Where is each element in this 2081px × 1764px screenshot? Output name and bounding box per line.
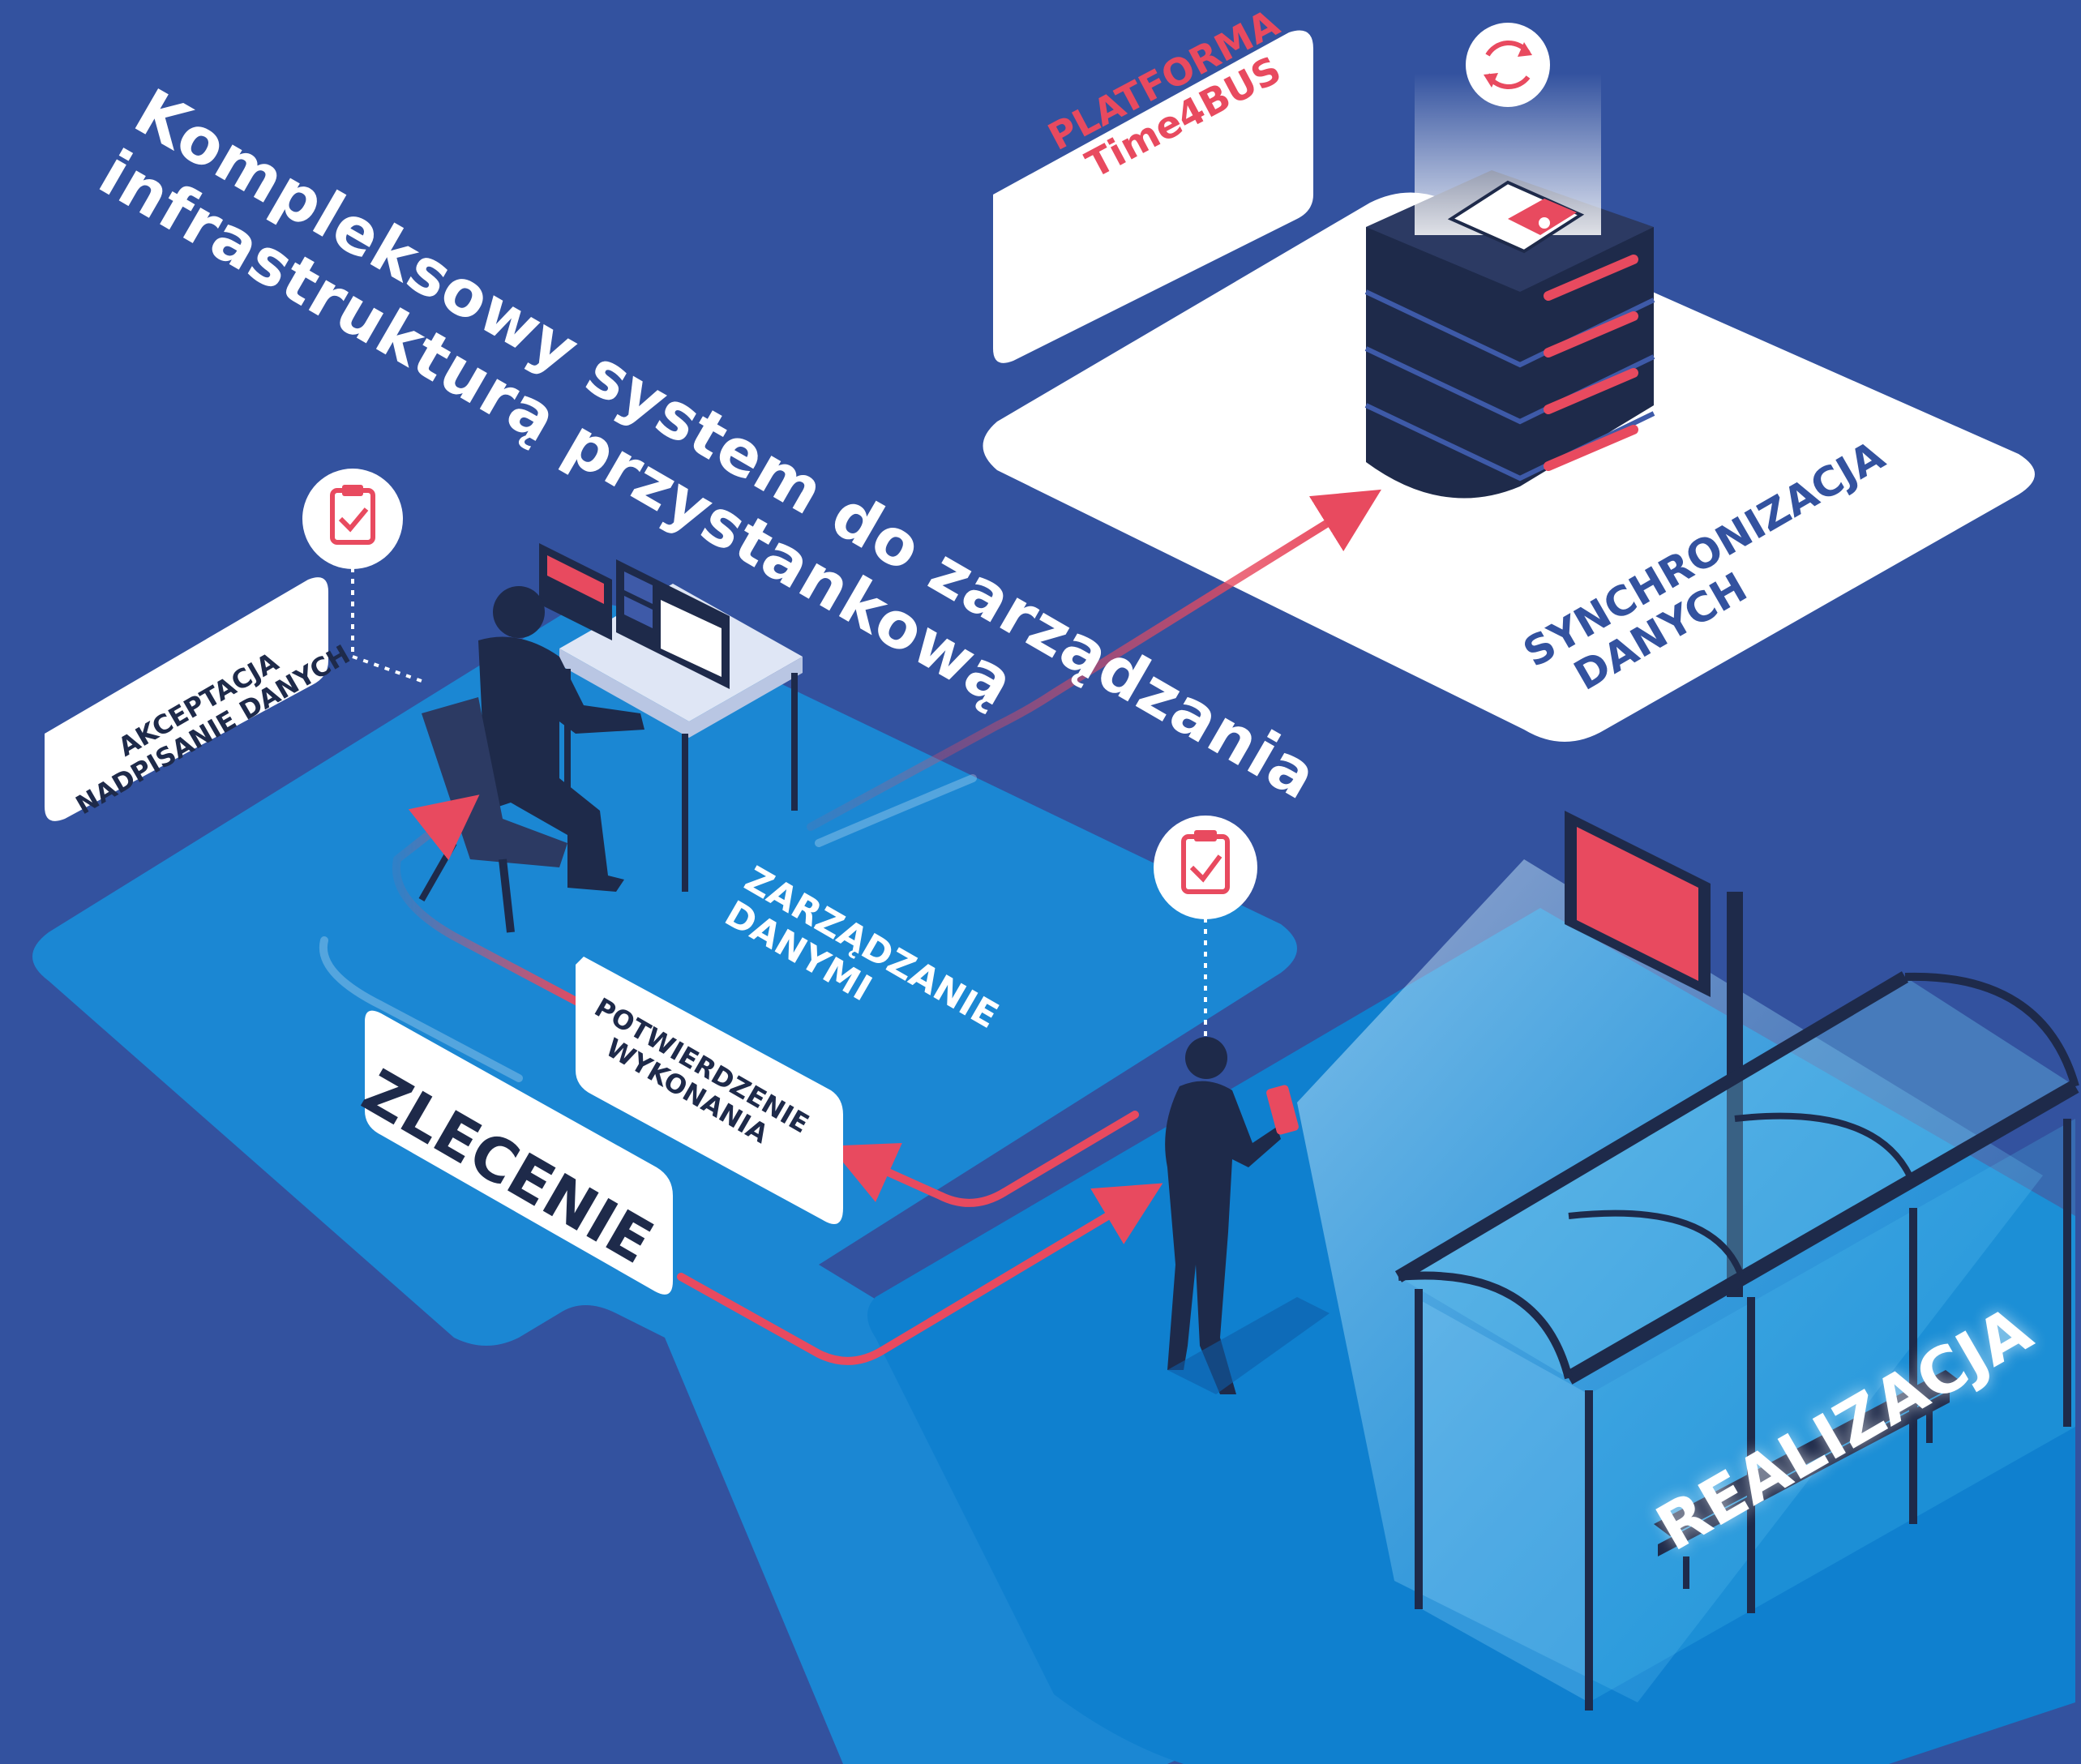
faded-track-upper <box>815 774 977 847</box>
platform-card <box>993 30 1313 363</box>
light-beam <box>1297 859 2043 1702</box>
flow-arrows <box>319 489 1381 1365</box>
desk-scene <box>418 543 803 933</box>
sync-icon <box>1466 23 1550 107</box>
worker <box>1165 1037 1330 1394</box>
arrow-to-server <box>807 489 1381 831</box>
faded-track-left <box>319 936 523 1082</box>
arrow-to-operator <box>392 794 588 1009</box>
clipboard-check-icon-field <box>1154 816 1257 1038</box>
accept-card <box>45 577 328 821</box>
confirm-card <box>576 957 843 1224</box>
arrow-order-to-worker <box>677 1183 1163 1365</box>
bus-shelter <box>1394 811 2079 1710</box>
time4bus-logo <box>1447 180 1585 254</box>
clipboard-check-icon-office <box>302 469 422 683</box>
order-card <box>365 1010 673 1295</box>
server-stack <box>1364 73 1655 499</box>
arrow-worker-to-confirm <box>829 1111 1139 1207</box>
